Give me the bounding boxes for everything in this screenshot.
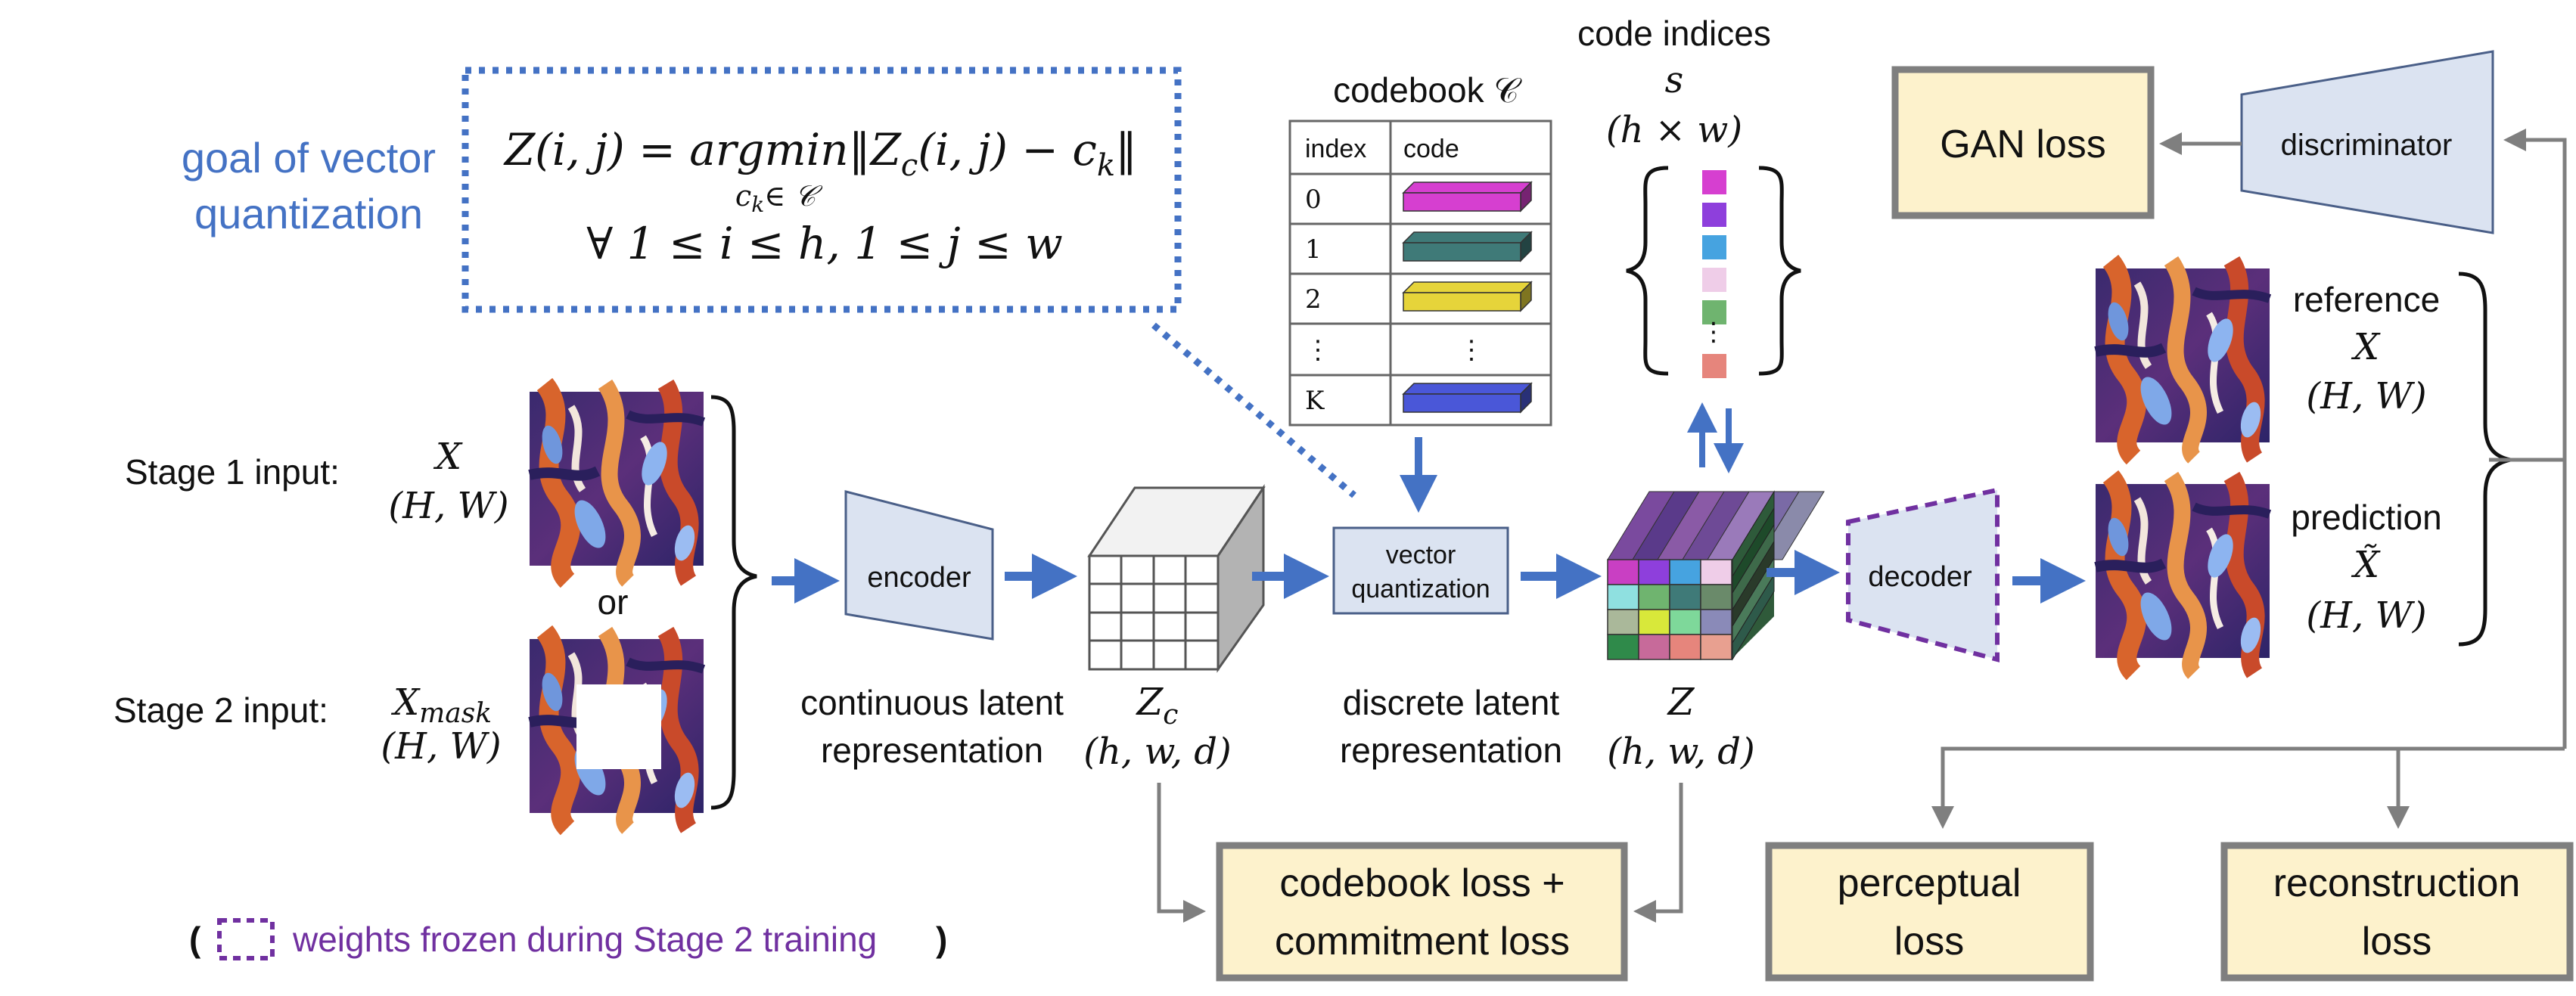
codebook-index-2: 2 [1305,284,1322,315]
legend-open-paren: ( [189,920,201,959]
stage2-mask-square [576,684,661,769]
goal-dotted-box [461,67,1182,313]
codebook-title: codebook 𝒞 [1333,70,1522,110]
reference-dims: (H, W) [2306,375,2426,417]
reconstruction-loss-line2: loss [2362,920,2432,963]
continuous-latent-cube [1087,484,1266,673]
decoder-label: decoder [1868,561,1972,593]
gan-loss-label: GAN loss [1940,123,2106,166]
codebook-rows: 0 1 2 ⋮ ⋮ K [1305,181,1533,416]
discriminator-label: discriminator [2281,129,2453,162]
code-index-square-3 [1702,268,1726,292]
stage2-input-label: Stage 2 input: [113,690,328,730]
goal-equation-argmin-sub: ck∈ 𝒞 [735,179,822,217]
codebook-loss-line1: codebook loss + [1279,861,1565,905]
legend-text: weights frozen during Stage 2 training [292,920,877,959]
prediction-var: X̃ [2351,542,2381,586]
continuous-latent-var: Zc [1136,680,1179,731]
goal-dotted-pointer [1151,322,1356,498]
perceptual-loss-line2: loss [1894,920,1964,963]
reference-label: reference [2293,280,2440,319]
stage2-input-var: Xmask [390,681,492,729]
stage2-input-dims: (H, W) [381,725,501,768]
discrete-latent-cube [1607,490,1825,661]
discrete-latent-dims: (h, w, d) [1607,731,1755,773]
codebook-loss-box [1216,842,1628,982]
goal-label-line2: quantization [194,190,423,237]
code-indices-symbol: s [1665,59,1684,101]
code-index-square-1 [1702,203,1726,227]
prediction-image [2096,476,2270,673]
codebook-index-3: ⋮ [1305,335,1331,365]
code-indices-ellipsis: ⋮ [1701,318,1726,346]
reconstruction-loss-box [2220,842,2574,982]
inputs-brace [710,395,757,810]
reconstruction-loss-line1: reconstruction [2273,861,2521,905]
codebook-table [1288,119,1552,427]
perceptual-loss-line1: perceptual [1838,861,2021,905]
vq-label-line2: quantization [1351,575,1490,603]
codebook-code-bar-4 [1402,382,1533,414]
code-indices-right-brace [1758,166,1801,376]
codebook-code-bar-1 [1402,231,1533,262]
codebook-index-0: 0 [1305,185,1322,215]
vq-label-line1: vector [1386,541,1456,569]
reference-var: X [2351,326,2381,368]
codebook-col-index: index [1305,135,1366,163]
codebook-code-bar-0 [1402,181,1533,213]
loss-connectors [1157,129,2567,923]
codebook-loss-line2: commitment loss [1275,920,1570,963]
prediction-dims: (H, W) [2306,594,2426,637]
codebook-index-1: 1 [1305,234,1322,265]
code-indices-dims: (h × w) [1606,109,1742,151]
stage1-input-dims: (H, W) [388,485,508,527]
prediction-label: prediction [2291,498,2441,537]
reference-image [2096,261,2270,458]
codebook-col-code: code [1403,135,1459,163]
decoder-trapezoid [1846,487,2000,662]
continuous-latent-caption-1: continuous latent [800,683,1064,722]
encoder-trapezoid [844,490,994,641]
code-index-square-5 [1702,354,1726,378]
stage1-input-label: Stage 1 input: [125,452,340,492]
codebook-code-ellipsis: ⋮ [1459,337,1484,365]
vector-quantization-box [1332,526,1509,615]
continuous-latent-caption-2: representation [821,731,1043,770]
legend-close-paren: ) [936,920,947,959]
continuous-latent-dims: (h, w, d) [1083,731,1232,773]
code-indices-title: code indices [1577,14,1771,53]
discriminator-trapezoid [2240,50,2494,234]
code-indices-left-brace [1626,166,1669,376]
perceptual-loss-box [1765,842,2094,982]
code-index-square-2 [1702,235,1726,259]
goal-equation-line2: ∀ 1 ≤ i ≤ h, 1 ≤ j ≤ w [586,218,1063,269]
code-index-square-0 [1702,170,1726,194]
code-index-squares [1702,170,1726,378]
legend-frozen-swatch [217,918,275,960]
discrete-latent-var: Z [1667,680,1695,724]
discrete-latent-caption-1: discrete latent [1343,683,1560,722]
code-index-square-4 [1702,300,1726,324]
codebook-code-bar-2 [1402,281,1533,312]
codebook-index-4: K [1305,386,1325,416]
gan-loss-box [1891,66,2155,219]
goal-label-line1: goal of vector [182,134,436,182]
or-label: or [598,582,629,622]
goal-equation-line1: Z(i, j) = argmin‖Zc(i, j) − ck‖ [503,124,1137,183]
stage1-input-var: X [433,436,463,478]
stage1-input-image [530,384,704,581]
discrete-latent-caption-2: representation [1340,731,1562,770]
encoder-label: encoder [867,562,971,594]
